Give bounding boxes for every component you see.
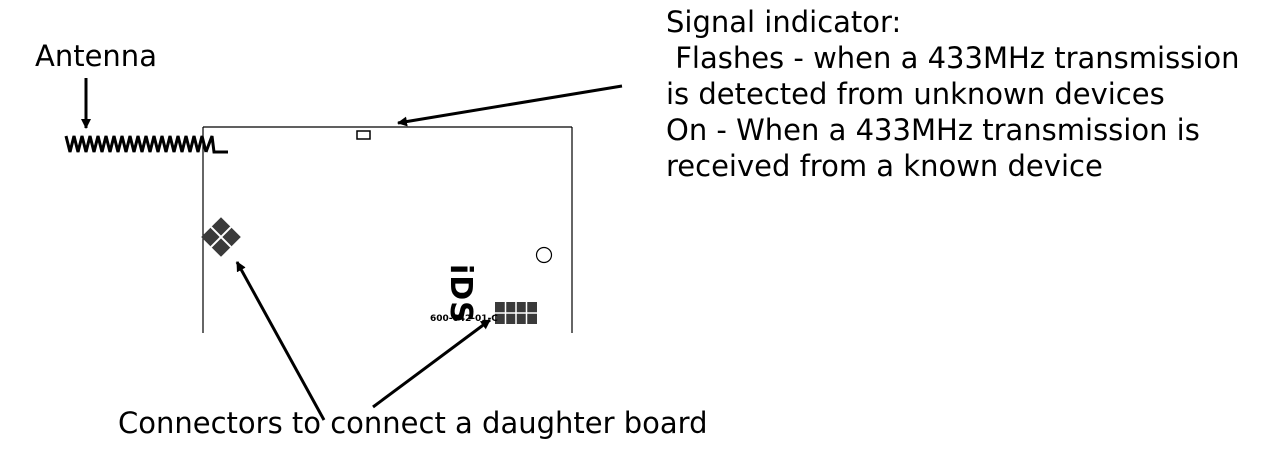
- signal-led: [356, 130, 371, 140]
- connectors-label: Connectors to connect a daughter board: [118, 406, 708, 440]
- signal-indicator-arrow: [397, 84, 623, 127]
- diamond-connector: [201, 217, 241, 257]
- signal-indicator-label: Signal indicator: Flashes - when a 433MH…: [666, 4, 1239, 184]
- antenna-label: Antenna: [35, 39, 157, 73]
- header-connector: [495, 302, 537, 324]
- brand-logo: iDS: [443, 264, 478, 324]
- connector-arrow-left: [235, 261, 326, 421]
- mounting-hole: [535, 246, 553, 264]
- signal-indicator-line-1: Flashes - when a 433MHz transmission: [666, 41, 1240, 75]
- board-part-number: 600-642-01-C: [430, 314, 498, 324]
- connector-arrow-right: [372, 318, 491, 409]
- signal-indicator-line-3: On - When a 433MHz transmission is: [666, 113, 1200, 147]
- signal-indicator-line-4: received from a known device: [666, 149, 1103, 183]
- signal-indicator-line-2: is detected from unknown devices: [666, 77, 1165, 111]
- pcb-board: [202, 126, 573, 333]
- antenna-coil: [64, 135, 228, 154]
- signal-indicator-title: Signal indicator:: [666, 5, 902, 39]
